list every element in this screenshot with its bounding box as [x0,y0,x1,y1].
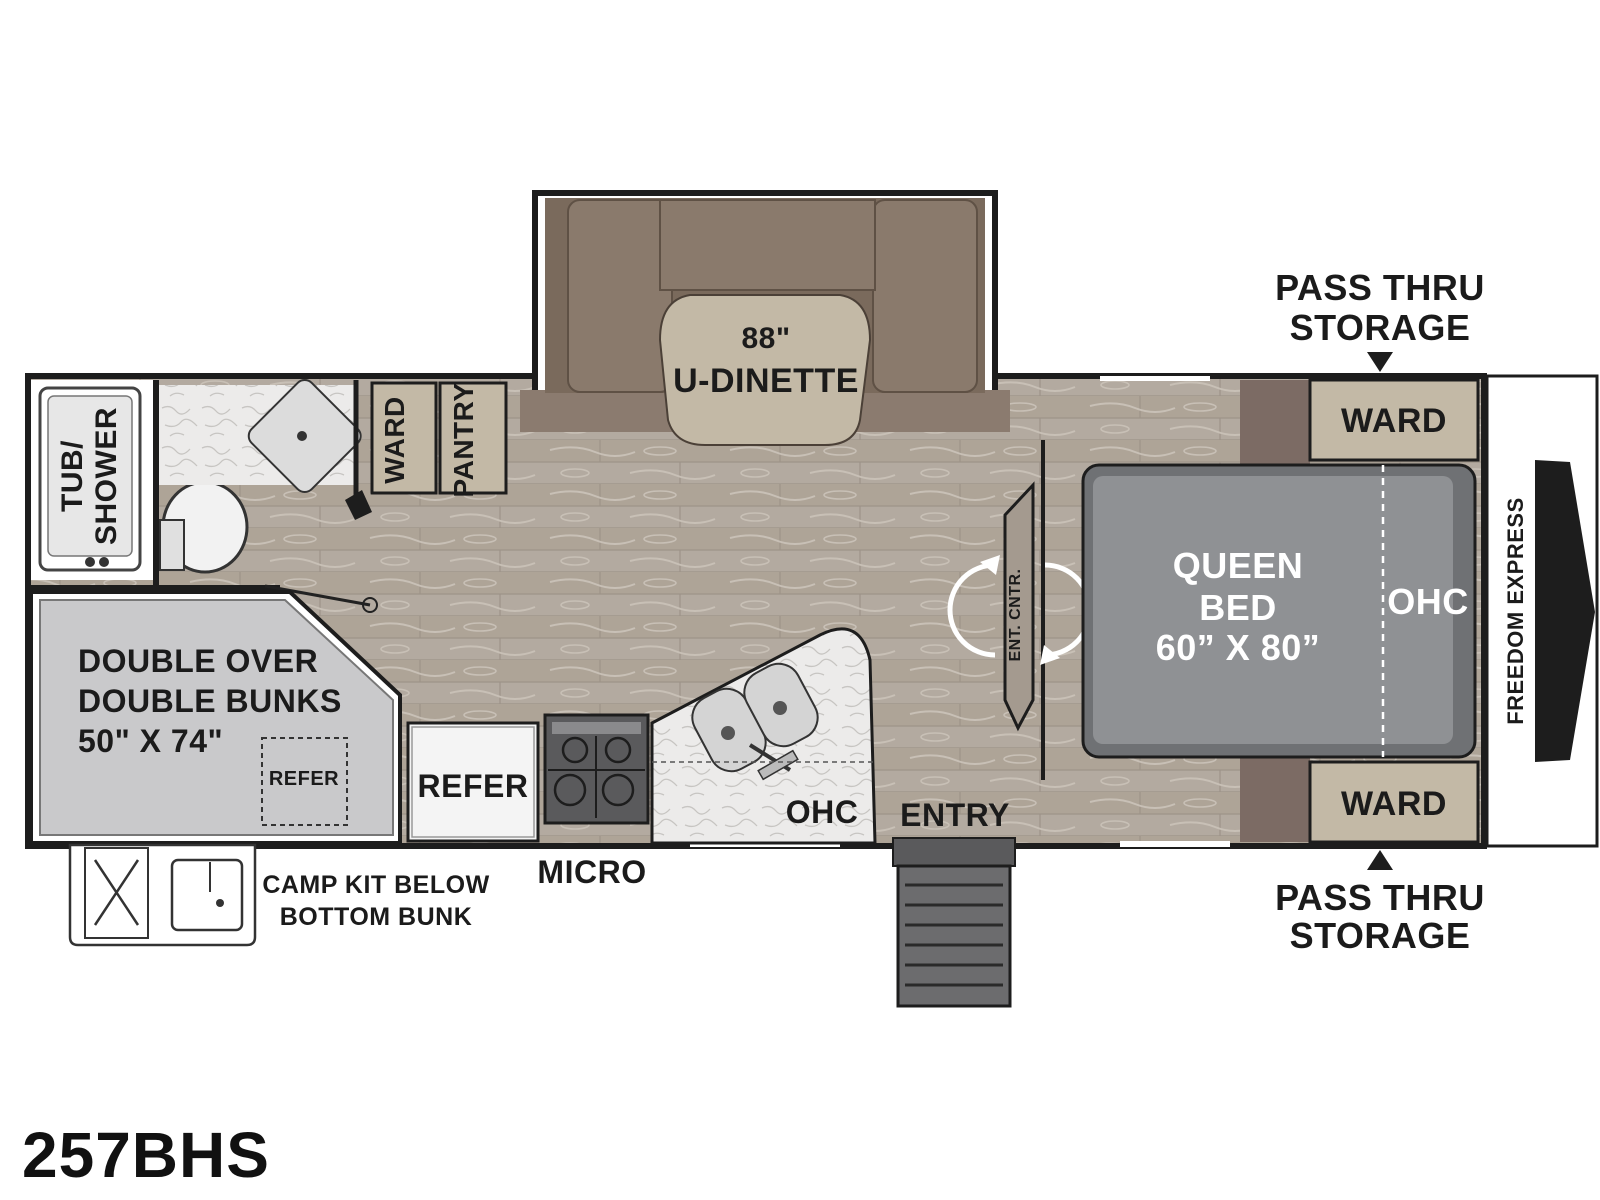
kitchen-sink-icon [691,662,819,781]
bunk-area: DOUBLE OVER DOUBLE BUNKS 50" X 74" REFER [29,590,402,845]
refrigerator: REFER [406,721,540,843]
pantry-label: PANTRY [448,383,479,498]
bedroom: WARD WARD QUEEN BED 60” X 80” OHC [1081,378,1480,844]
brand-logo: FREEDOM EXPRESS [1503,497,1528,725]
pass-thru-bottom-line2: STORAGE [1290,915,1471,956]
bunks-label-line2: DOUBLE BUNKS [78,683,342,719]
entry-label: ENTRY [900,797,1010,833]
camp-kit: CAMP KIT BELOW BOTTOM BUNK [68,843,489,947]
arrow-down-icon [1367,352,1393,372]
pass-thru-top-line2: STORAGE [1290,307,1471,348]
ent-cntr-label: ENT. CNTR. [1007,569,1024,662]
pass-thru-top: PASS THRU STORAGE [1275,267,1485,372]
pass-thru-top-line1: PASS THRU [1275,267,1485,308]
dinette-label: U-DINETTE [673,362,859,400]
refer-small-label: REFER [269,768,339,790]
camp-sink-icon [170,858,244,932]
ward-bottom-label: WARD [1341,785,1447,823]
ohc-kitchen-label: OHC [786,794,859,830]
ward-bottom [1308,760,1480,844]
dinette-slideout: 88" U-DINETTE [520,190,1010,446]
camp-kit-label-line2: BOTTOM BUNK [280,903,473,931]
tub-label: TUB/ [56,440,89,512]
ward-left-label: WARD [379,396,410,484]
ward-top [1308,378,1480,462]
entry-steps: ENTRY [892,797,1016,1008]
bunks-label-line1: DOUBLE OVER [78,643,318,679]
camp-kit-label-line1: CAMP KIT BELOW [262,871,489,899]
pass-thru-bottom: PASS THRU STORAGE [1275,850,1485,956]
stove-icon [543,713,650,825]
refer-label: REFER [418,768,529,804]
entertainment-center: ENT. CNTR. [947,440,1093,780]
model-name: 257BHS [22,1119,270,1191]
arrow-up-icon [1367,850,1393,870]
ward-top-label: WARD [1341,402,1447,440]
shower-label: SHOWER [90,407,123,545]
micro-label: MICRO [537,854,646,890]
bathroom: TUB/ SHOWER [30,379,378,613]
ward-pantry: WARD PANTRY [370,381,508,498]
queen-bed-label-line1: QUEEN [1173,545,1304,586]
front-cap: FREEDOM EXPRESS [1485,374,1599,848]
pass-thru-bottom-line1: PASS THRU [1275,877,1485,918]
queen-bed-size-label: 60” X 80” [1156,627,1321,668]
bunks-size-label: 50" X 74" [78,723,223,759]
ohc-bed-label: OHC [1387,581,1469,622]
dinette-size-label: 88" [741,322,790,355]
kitchen-counter: OHC [650,627,877,845]
queen-bed-label-line2: BED [1199,587,1277,628]
